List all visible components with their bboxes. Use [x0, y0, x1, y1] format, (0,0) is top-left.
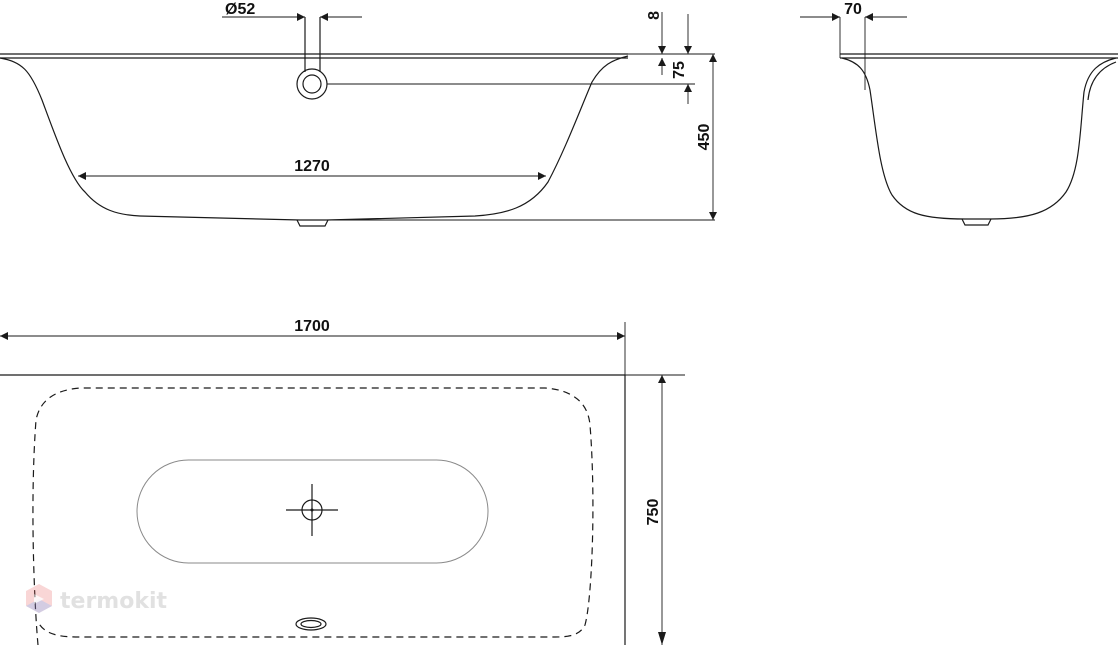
side-elevation-view: 70	[800, 1, 1118, 226]
plan-overflow-inner	[300, 619, 322, 629]
total-length-label: 1700	[294, 318, 330, 335]
drain-center-dot	[310, 508, 314, 512]
height-label: 450	[696, 124, 713, 151]
front-tub-body	[0, 55, 629, 221]
overflow-inner-ring	[302, 74, 322, 94]
overflow-diameter-label: Ø52	[225, 1, 255, 18]
rim-thickness-label: 8	[646, 11, 663, 20]
width-label: 750	[645, 499, 662, 526]
side-drain-foot	[961, 218, 992, 226]
side-tub-body	[841, 57, 1117, 220]
watermark-logo-icon	[26, 584, 52, 613]
overflow-outer-ring	[296, 68, 328, 100]
inner-length-label: 1270	[294, 158, 330, 175]
front-elevation-view: Ø52 1270 8 75 450	[0, 1, 717, 227]
watermark-text: termokit	[60, 589, 167, 614]
front-drain-foot	[296, 219, 329, 227]
overflow-offset-label: 75	[671, 61, 688, 79]
watermark: termokit	[26, 584, 167, 614]
plan-view: 1700 750	[0, 318, 685, 645]
plan-overflow-outer	[295, 617, 327, 631]
plan-bottom-pill	[136, 459, 489, 564]
side-rim-width-label: 70	[844, 1, 862, 18]
plan-inner-basin	[32, 387, 594, 645]
width-dim-arrow-bottom	[658, 632, 666, 645]
side-rim-inner-curve	[1087, 61, 1117, 101]
